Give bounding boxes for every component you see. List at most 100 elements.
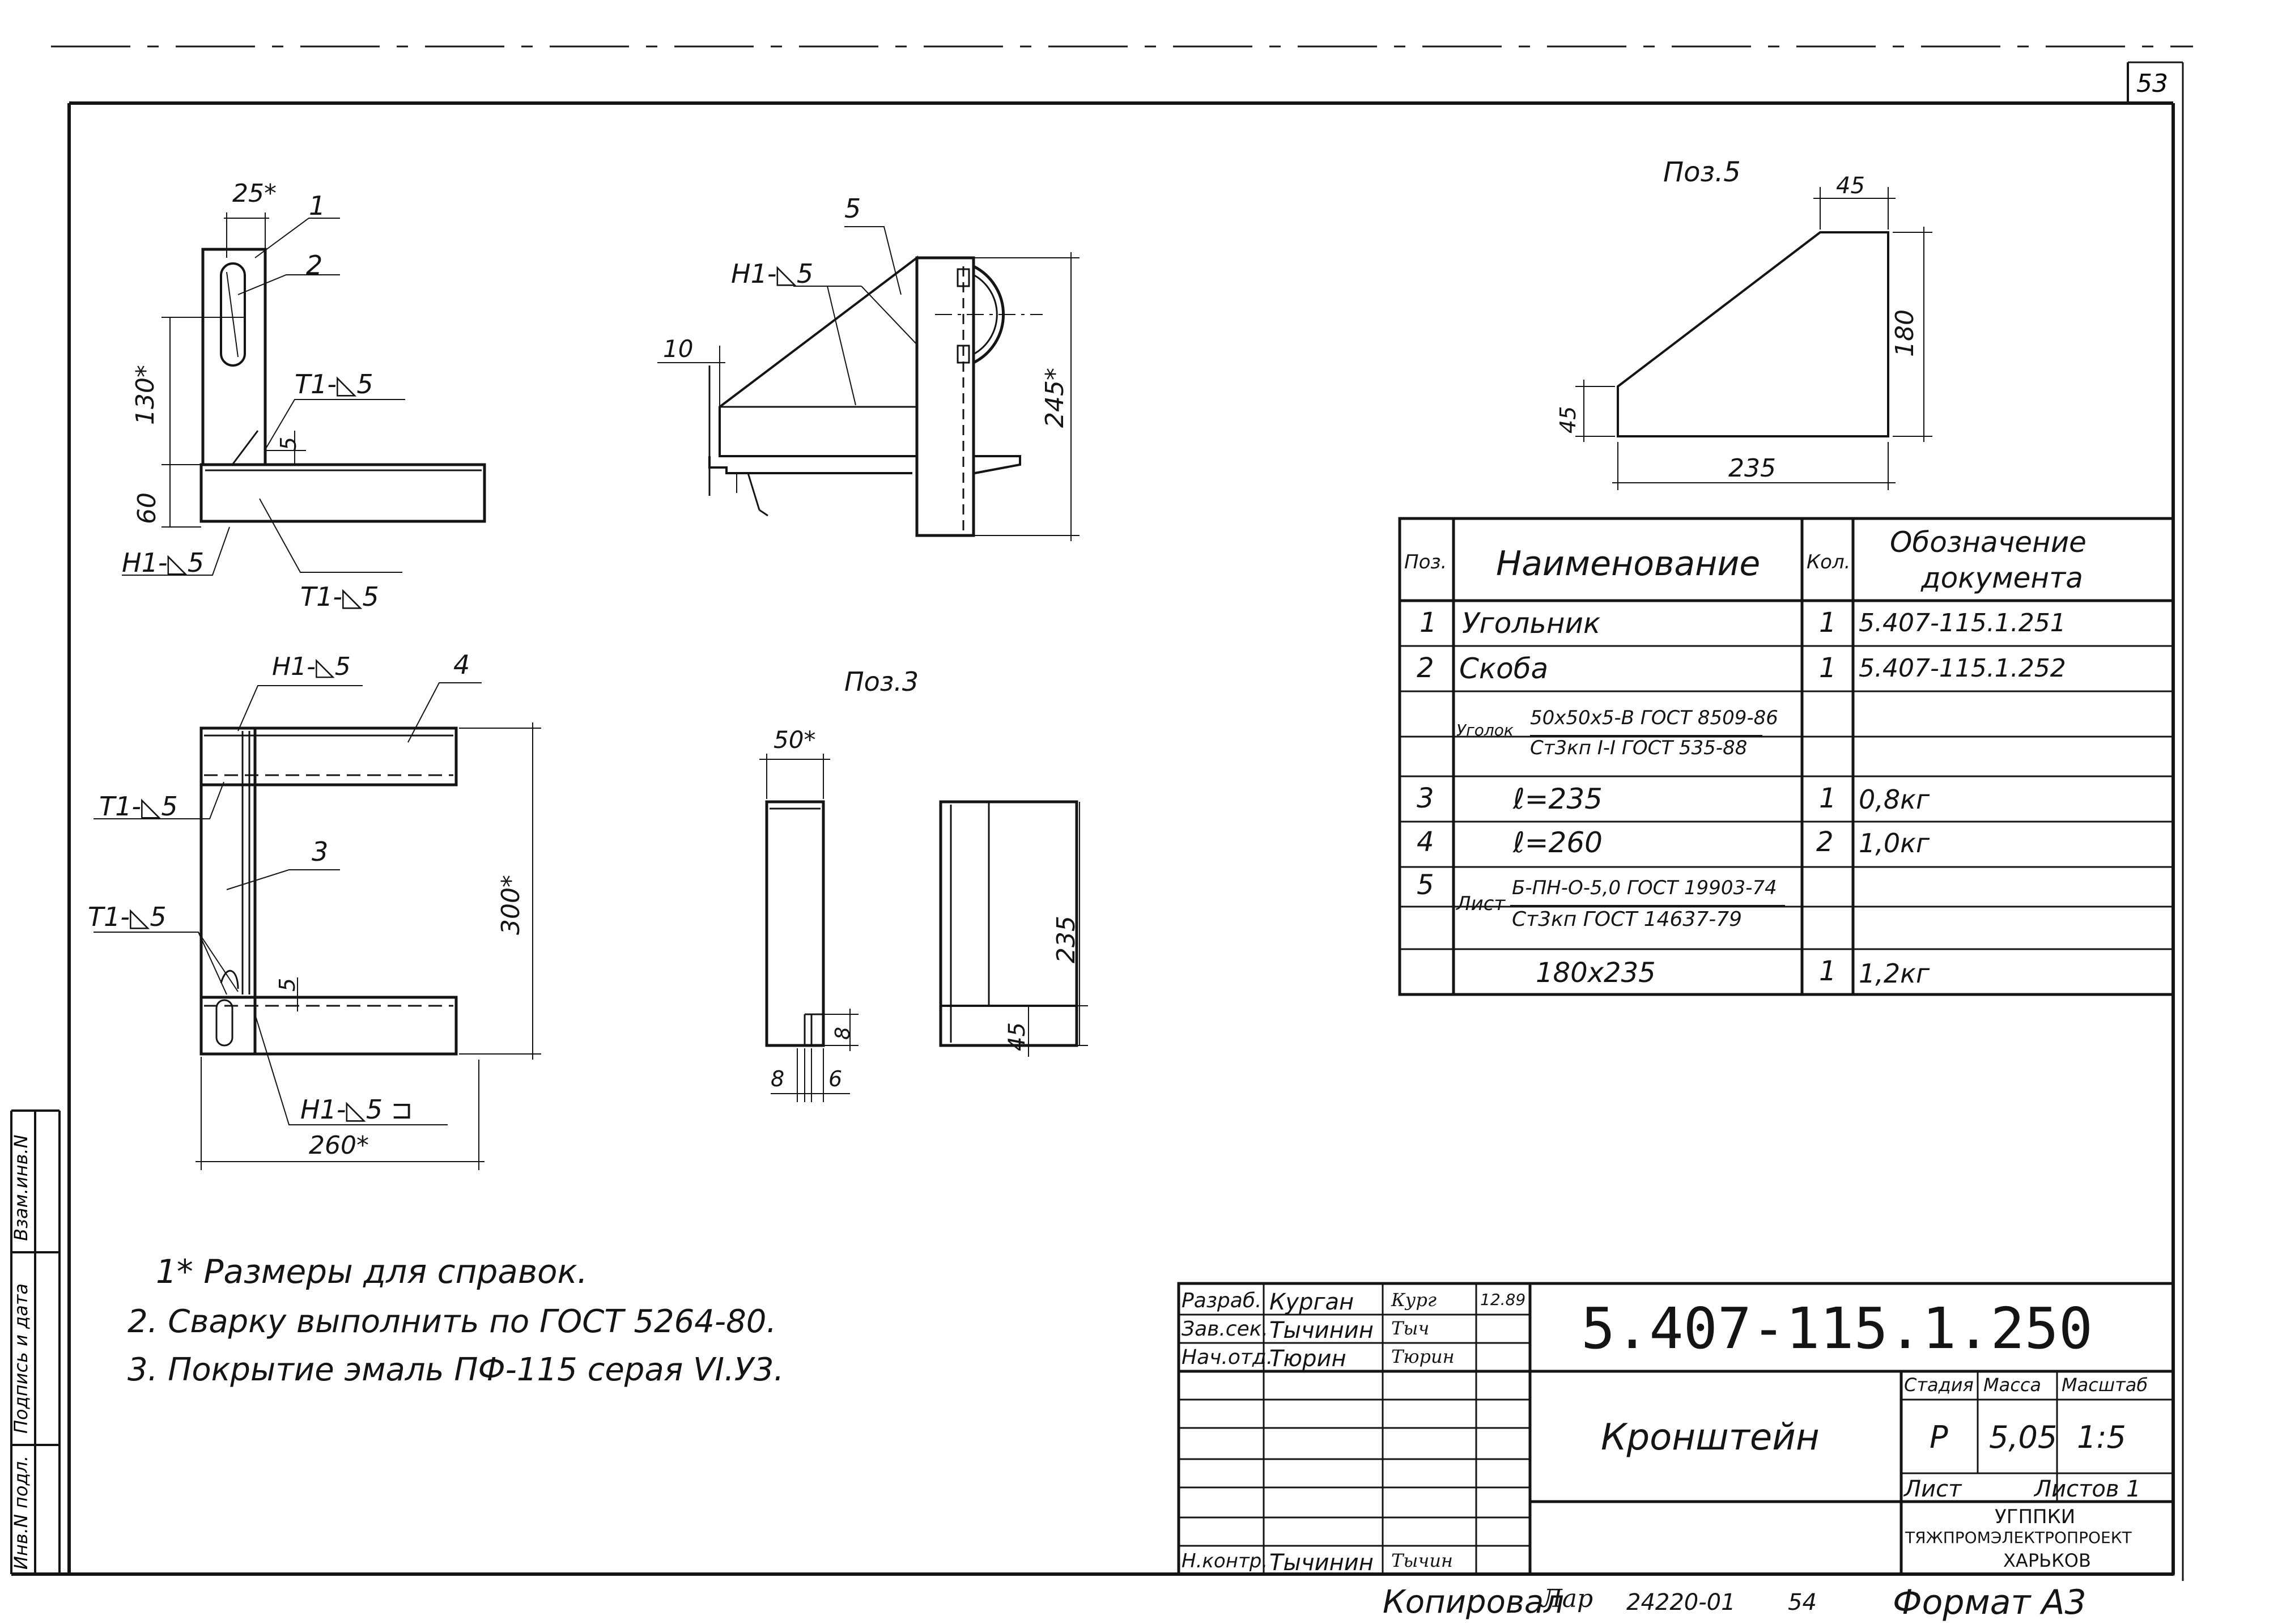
spec-row-4-qty: 1	[1819, 783, 1837, 814]
spec-table-grid	[1398, 517, 2175, 996]
tb-stage-value: Р	[1930, 1419, 1948, 1455]
poz5-dim-235: 235	[1728, 454, 1776, 483]
dim-25: 25*	[232, 179, 277, 208]
tb-doc-code: 5.407-115.1.250	[1581, 1295, 2093, 1362]
spec-row-6-numerator: Б-ПН-О-5,0 ГОСТ 19903-74	[1512, 877, 1777, 899]
position-1-label: 1	[309, 190, 326, 221]
view-plan-bottom-left	[94, 682, 541, 1170]
tb-sheets-label: Листов 1	[2034, 1476, 2141, 1502]
poz5-dim-180: 180	[1890, 309, 1919, 357]
view-poz3	[759, 754, 1088, 1102]
copied-by: Копировал	[1383, 1584, 1564, 1621]
spec-row-4-name: ℓ=235	[1513, 783, 1603, 815]
poz5-dim-45-top: 45	[1836, 173, 1865, 199]
weld-t1-a: Т1-◺5	[295, 369, 373, 399]
spec-row-5-designation: 1,0кг	[1859, 828, 1930, 858]
tb-stage-label: Стадия	[1904, 1374, 1974, 1396]
side-label-sign: Подпись и дата	[10, 1283, 32, 1434]
spec-row-7-designation: 1,2кг	[1859, 958, 1930, 989]
spec-row-2-designation: 5.407-115.1.252	[1859, 654, 2066, 683]
weld-h1-a: Н1-◺5	[122, 547, 205, 578]
tb-item-name: Кронштейн	[1601, 1417, 1820, 1459]
poz3-dim-235: 235	[1052, 916, 1081, 963]
page-number: 53	[2136, 69, 2168, 98]
dim-60: 60	[133, 492, 162, 524]
spec-row-7-name: 180x235	[1536, 957, 1656, 989]
spec-header-designation-1: Обозначение	[1890, 526, 2086, 559]
tb-name-developer: Курган	[1269, 1289, 1354, 1315]
tb-org-3: ХАРЬКОВ	[2003, 1550, 2091, 1571]
tb-role-head-dept: Нач.отд.	[1182, 1346, 1273, 1369]
position-4-label: 4	[453, 649, 470, 680]
spec-row-3-numerator: 50x50x5-В ГОСТ 8509-86	[1530, 707, 1778, 729]
tb-org-2: ТЯЖПРОМЭЛЕКТРОПРОЕКТ	[1905, 1528, 2132, 1547]
tb-mass-value: 5,05	[1989, 1419, 2058, 1455]
spec-row-1-designation: 5.407-115.1.251	[1859, 609, 2066, 637]
spec-header-qty: Кол.	[1807, 551, 1851, 573]
spec-row-6-denominator: Ст3кп ГОСТ 14637-79	[1512, 908, 1743, 931]
spec-row-2-name: Скоба	[1459, 652, 1549, 685]
side-label-inv: Инв.N подл.	[10, 1456, 32, 1570]
spec-row-2-pos: 2	[1417, 652, 1434, 684]
position-3-label: 3	[312, 836, 329, 867]
tb-sign-norm-control: Тычин	[1391, 1550, 1453, 1571]
spec-header-designation-2: документа	[1921, 562, 2083, 594]
weld-t1-b: Т1-◺5	[300, 581, 379, 612]
tb-name-head-dept: Тюрин	[1269, 1346, 1346, 1372]
copy-number: 24220-01	[1626, 1589, 1736, 1616]
dim-5-top: 5	[276, 436, 301, 450]
view-side-top-left	[122, 212, 486, 576]
poz3-dim-8-right: 8	[831, 1027, 855, 1040]
tb-sheet-label: Лист	[1904, 1476, 1962, 1502]
tb-scale-value: 1:5	[2077, 1419, 2126, 1455]
tb-sign-developer: Кург	[1391, 1289, 1437, 1311]
dim-130: 130*	[131, 365, 160, 425]
tb-sign-head-dept: Тюрин	[1391, 1346, 1455, 1367]
spec-row-3-prefix: Уголок	[1456, 721, 1514, 739]
spec-row-5-pos: 4	[1417, 826, 1434, 858]
tb-role-head-sector: Зав.сек.	[1182, 1317, 1268, 1341]
dim-260: 260*	[309, 1131, 369, 1160]
spec-row-4-designation: 0,8кг	[1859, 784, 1930, 815]
position-2-label: 2	[306, 250, 323, 280]
tb-name-norm-control: Тычинин	[1269, 1550, 1374, 1576]
weld-h1-b: Н1-◺5	[731, 258, 814, 289]
spec-row-6-pos: 5	[1417, 869, 1434, 901]
note-3: 3. Покрытие эмаль ПФ-115 серая VI.У3.	[128, 1351, 784, 1388]
view-front-top-middle	[657, 226, 1080, 541]
tb-date-developer: 12.89	[1480, 1290, 1526, 1309]
weld-h1-d: Н1-◺5 ⊐	[300, 1094, 413, 1125]
spec-row-1-qty: 1	[1819, 607, 1837, 639]
tb-scale-label: Масштаб	[2062, 1374, 2148, 1396]
weld-h1-c: Н1-◺5	[272, 652, 351, 681]
tb-org-1: УГППКИ	[1995, 1506, 2076, 1528]
spec-row-1-pos: 1	[1420, 607, 1437, 639]
spec-row-5-name: ℓ=260	[1513, 826, 1603, 859]
poz5-dim-45-left: 45	[1556, 406, 1580, 433]
dim-300: 300*	[496, 875, 525, 935]
tb-mass-label: Масса	[1983, 1374, 2042, 1396]
format-label: Формат А3	[1893, 1583, 2086, 1622]
view-poz5	[1575, 187, 1932, 490]
poz3-dim-45: 45	[1004, 1022, 1030, 1051]
dim-10: 10	[663, 335, 694, 363]
side-label-replace: Взам.инв.N	[10, 1134, 32, 1241]
dim-5-bottom: 5	[275, 977, 300, 992]
spec-row-5-qty: 2	[1816, 826, 1834, 858]
note-2: 2. Сварку выполнить по ГОСТ 5264-80.	[128, 1303, 777, 1340]
side-stamp	[10, 1109, 61, 1574]
weld-t1-c: Т1-◺5	[99, 791, 178, 822]
poz3-title: Поз.3	[844, 666, 919, 697]
dim-245: 245*	[1040, 368, 1069, 428]
copy-signature: Лар	[1541, 1584, 1593, 1613]
tb-sign-head-sector: Тыч	[1391, 1317, 1430, 1339]
spec-row-6-prefix: Лист	[1456, 892, 1506, 915]
weld-t1-d: Т1-◺5	[88, 902, 167, 932]
note-1: 1* Размеры для справок.	[156, 1252, 588, 1291]
spec-row-7-qty: 1	[1819, 955, 1837, 987]
poz5-title: Поз.5	[1663, 156, 1741, 188]
poz3-dim-50: 50*	[774, 726, 816, 754]
spec-row-1-name: Угольник	[1462, 607, 1601, 640]
position-5-label: 5	[844, 193, 861, 224]
